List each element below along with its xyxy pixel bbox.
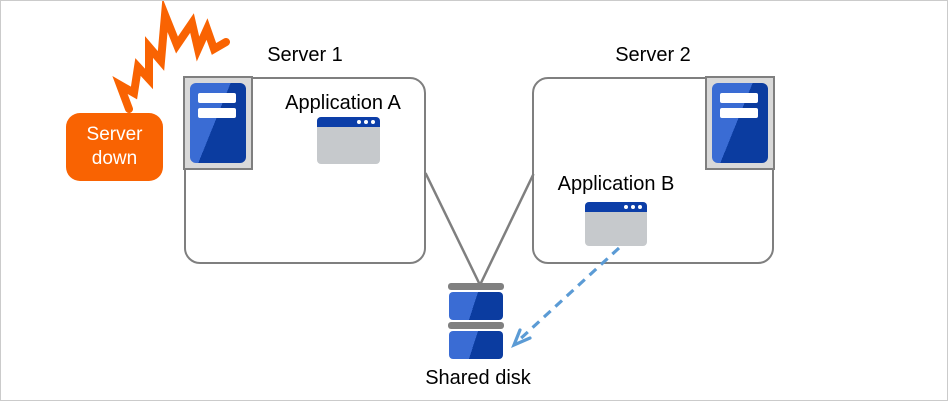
application-b-label: Application B: [557, 173, 675, 195]
server-down-badge: Server down: [66, 113, 163, 181]
titlebar-dot: [371, 120, 375, 124]
server-drive-slot: [720, 108, 758, 118]
titlebar-dot: [357, 120, 361, 124]
server-down-line1: Server: [86, 124, 143, 146]
application-a-window-icon: [317, 117, 380, 164]
server-tower-body: [712, 83, 768, 163]
server-drive-slot: [720, 93, 758, 103]
application-b-window-icon: [585, 202, 647, 246]
disk-platter-cap: [448, 283, 504, 290]
shared-disk-label: Shared disk: [425, 367, 531, 389]
connector-server2-disk: [478, 173, 535, 286]
app-window-titlebar: [585, 202, 647, 212]
server2-label: Server 2: [615, 44, 691, 66]
server-down-line2: down: [91, 148, 138, 169]
titlebar-dot: [638, 205, 642, 209]
server1-label: Server 1: [267, 44, 343, 66]
server-drive-slot: [198, 93, 236, 103]
shared-disk-icon: [448, 283, 504, 360]
server-tower-body: [190, 83, 246, 163]
dashed-arrow-head: [511, 328, 532, 349]
connector-server1-disk: [424, 172, 482, 286]
disk-platter: [449, 331, 503, 359]
server2-tower-icon: [705, 76, 775, 170]
server1-tower-icon: [183, 76, 253, 170]
app-window-titlebar: [317, 117, 380, 127]
application-a-label: Application A: [285, 92, 401, 114]
disk-platter: [449, 292, 503, 320]
titlebar-dot: [364, 120, 368, 124]
server-drive-slot: [198, 108, 236, 118]
titlebar-dot: [631, 205, 635, 209]
disk-platter-cap: [448, 322, 504, 329]
titlebar-dot: [624, 205, 628, 209]
